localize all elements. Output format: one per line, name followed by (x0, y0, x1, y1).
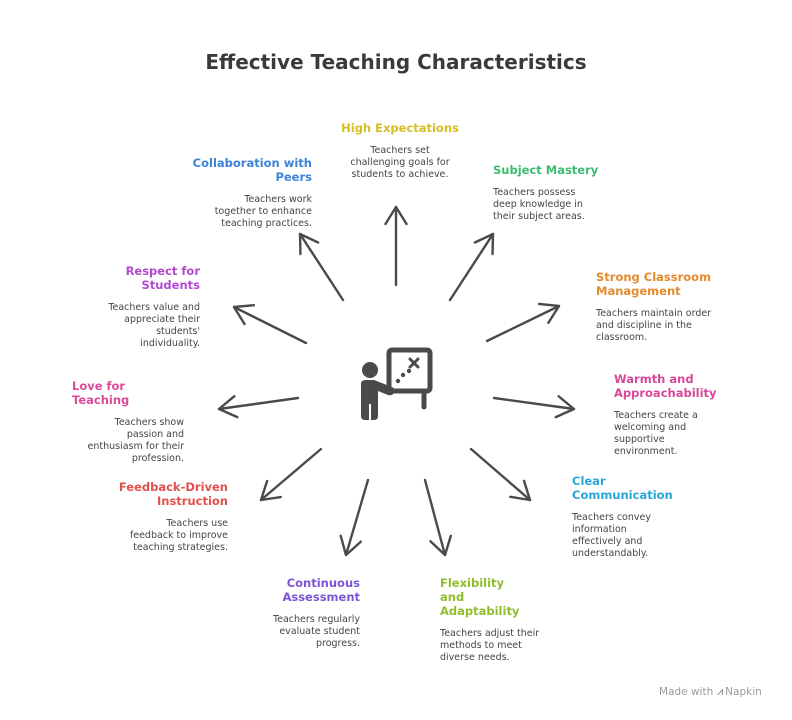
arrow-head (232, 303, 256, 326)
arrow-head (384, 205, 408, 226)
item-subject-mastery: Subject Mastery Teachers possess deep kn… (493, 163, 608, 223)
arrow-head (509, 479, 532, 502)
spoke-arrow (344, 478, 370, 557)
item-heading: High Expectations (341, 121, 459, 135)
item-heading: Continuous Assessment (282, 576, 360, 604)
item-description: Teachers convey information effectively … (572, 512, 651, 559)
arrow-head (537, 302, 561, 325)
item-heading: Collaboration with Peers (192, 156, 312, 184)
item-feedback-driven-instruction: Feedback-Driven Instruction Teachers use… (110, 480, 228, 554)
arrow-head (217, 395, 239, 419)
arrow-head (554, 395, 576, 419)
item-description: Teachers value and appreciate their stud… (108, 302, 200, 349)
item-description: Teachers set challenging goals for stude… (350, 145, 450, 180)
item-description: Teachers create a welcoming and supporti… (614, 410, 698, 457)
item-strong-classroom-management: Strong Classroom Management Teachers mai… (596, 270, 721, 344)
item-description: Teachers maintain order and discipline i… (596, 308, 712, 343)
spoke-arrow (485, 304, 561, 343)
spoke-arrow (232, 305, 308, 345)
arrow-head (298, 232, 320, 256)
brand-name: Napkin (725, 686, 762, 698)
spoke-arrow (469, 447, 532, 502)
item-description: Teachers show passion and enthusiasm for… (87, 417, 184, 464)
item-heading: Respect for Students (125, 264, 200, 292)
item-heading: Warmth and Approachability (614, 372, 717, 400)
made-with-label: Made with (659, 686, 714, 698)
item-love-for-teaching: Love for Teaching Teachers show passion … (72, 379, 184, 465)
item-flexibility-and-adaptability: Flexibility and Adaptability Teachers ad… (440, 576, 560, 664)
item-heading: Love for Teaching (72, 379, 130, 407)
napkin-logo-icon: ⩘ (717, 686, 724, 698)
item-warmth-and-approachability: Warmth and Approachability Teachers crea… (614, 372, 724, 458)
arrow-head (339, 534, 363, 557)
spoke-arrow (259, 447, 323, 502)
item-respect-for-students: Respect for Students Teachers value and … (100, 264, 200, 350)
arrow-head (259, 479, 282, 502)
item-heading: Clear Communication (572, 474, 673, 502)
spoke-arrow (448, 232, 495, 302)
item-heading: Flexibility and Adaptability (440, 576, 520, 618)
item-heading: Strong Classroom Management (596, 270, 712, 298)
diagram-title: Effective Teaching Characteristics (205, 50, 587, 74)
item-description: Teachers work together to enhance teachi… (214, 194, 312, 229)
item-clear-communication: Clear Communication Teachers convey info… (572, 474, 687, 560)
spoke-arrow (298, 232, 345, 302)
arrow-head (429, 534, 453, 557)
arrow-head (473, 232, 495, 256)
item-heading: Feedback-Driven Instruction (118, 480, 228, 508)
made-with-napkin-badge[interactable]: Made with⩘Napkin (659, 686, 762, 699)
item-collaboration-with-peers: Collaboration with Peers Teachers work t… (190, 156, 312, 230)
item-description: Teachers use feedback to improve teachin… (129, 518, 228, 553)
spoke-arrow (423, 478, 447, 557)
item-description: Teachers possess deep knowledge in their… (493, 187, 585, 222)
item-continuous-assessment: Continuous Assessment Teachers regularly… (250, 576, 360, 650)
item-heading: Subject Mastery (493, 163, 599, 177)
item-description: Teachers adjust their methods to meet di… (440, 628, 540, 663)
spoke-arrow (217, 396, 300, 411)
teacher-at-board-icon (361, 347, 433, 420)
item-high-expectations: High Expectations Teachers set challengi… (330, 121, 470, 181)
item-description: Teachers regularly evaluate student prog… (272, 614, 360, 649)
spoke-arrow (492, 396, 576, 411)
